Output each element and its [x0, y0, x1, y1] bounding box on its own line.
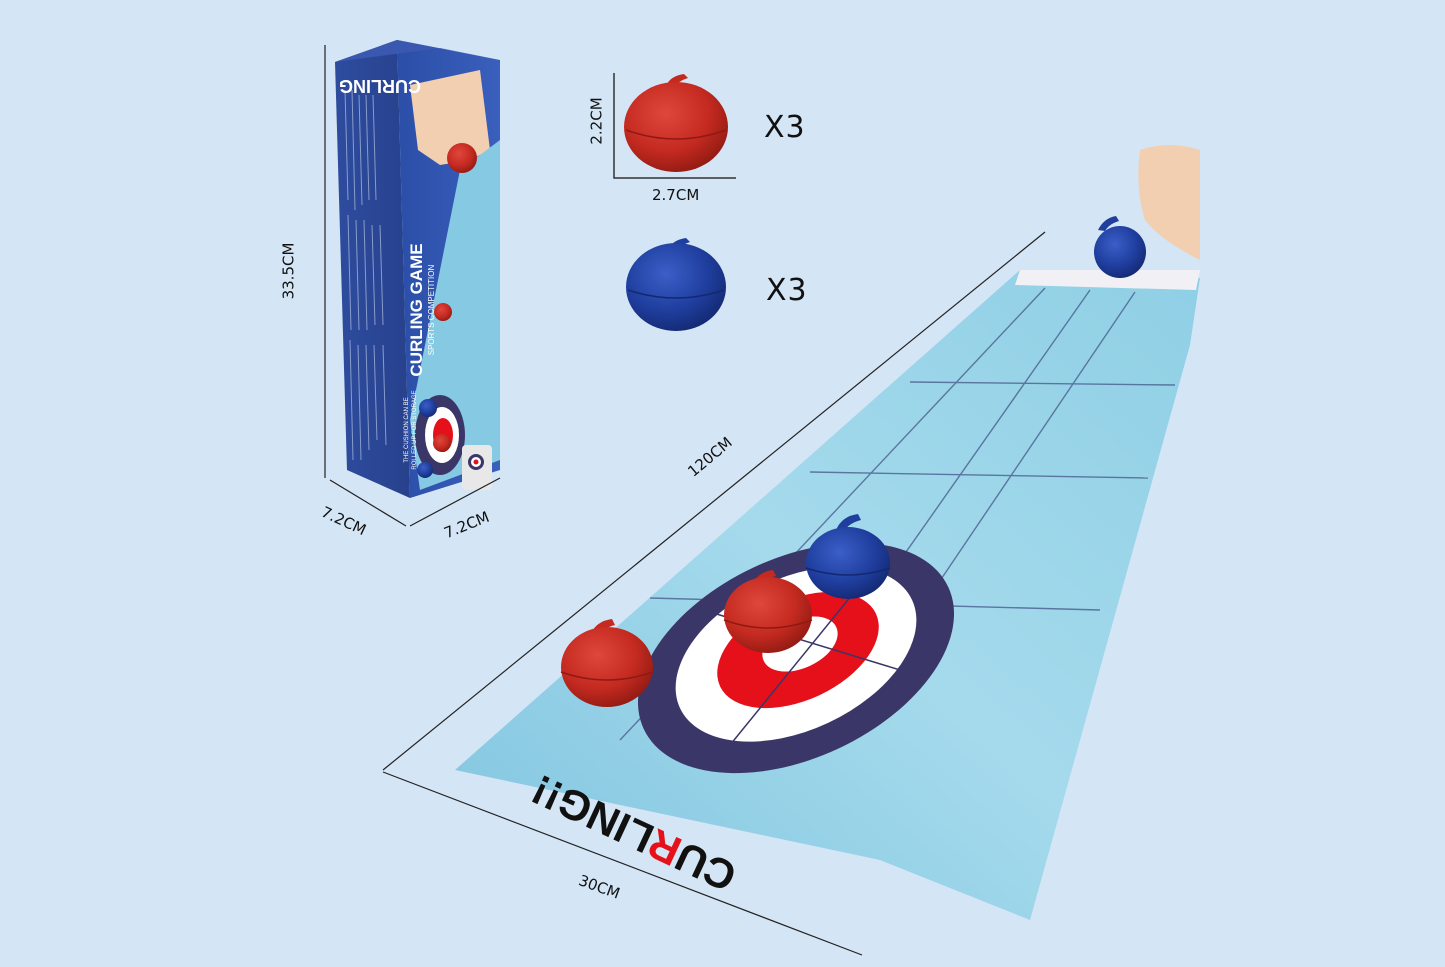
svg-text:CURLING: CURLING	[339, 76, 421, 96]
box-storage-note: THE CUSHION CAN BE ROLLED UP FOR STORAGE	[404, 390, 418, 469]
red-stone-quantity: X3	[764, 110, 806, 145]
box-title-group: CURLING GAME SPORTS COMPETITION	[407, 243, 436, 376]
box-height-label: 33.5CM	[279, 242, 298, 300]
svg-text:THE CUSHION CAN BE: THE CUSHION CAN BE	[404, 397, 410, 462]
mat-dimension-lines	[382, 231, 1046, 956]
box-subtitle: SPORTS COMPETITION	[427, 265, 436, 356]
box-dimension-lines	[324, 45, 501, 527]
product-box	[335, 40, 500, 498]
stone-spec	[613, 73, 736, 331]
box-title: CURLING GAME	[407, 243, 426, 376]
blue-stone-quantity: X3	[766, 273, 808, 308]
stone-width-label: 2.7CM	[652, 186, 700, 204]
curling-mat	[455, 145, 1200, 920]
svg-text:ROLLED UP FOR STORAGE: ROLLED UP FOR STORAGE	[412, 390, 418, 469]
stone-height-label: 2.2CM	[587, 97, 606, 145]
box-logo: CURLING	[339, 76, 421, 96]
